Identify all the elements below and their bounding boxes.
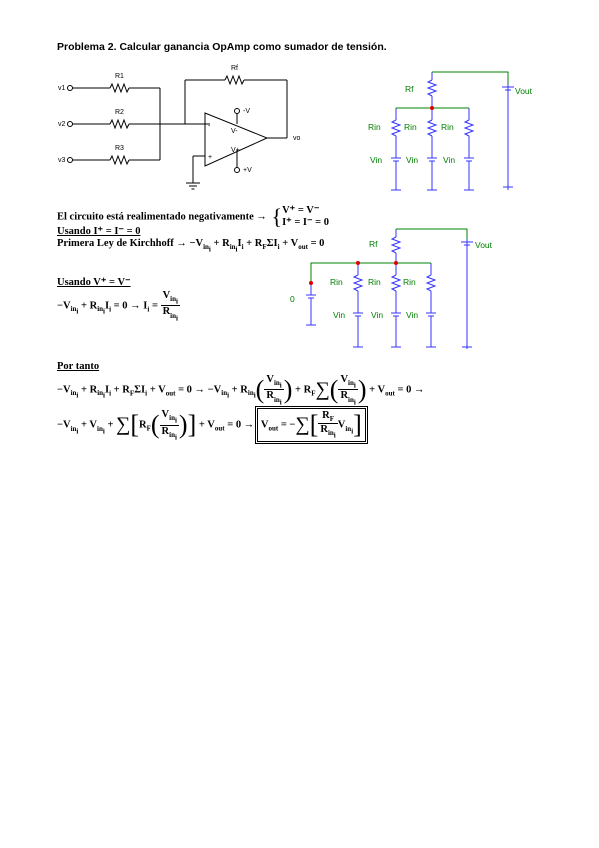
using-voltages-heading: Usando V⁺ = V⁻	[57, 277, 131, 288]
opamp-symbol	[204, 112, 269, 167]
label-vout: Vout	[515, 86, 533, 96]
system-eq-1: V⁺ = V⁻	[282, 205, 320, 216]
label-rin-2: Rin	[368, 277, 381, 287]
v2-terminal	[67, 121, 73, 127]
rf-resistor	[224, 74, 245, 86]
label-vplus: V+	[231, 147, 240, 154]
label-rf: Rf	[369, 239, 378, 249]
label-vout: Vout	[475, 240, 493, 250]
label-vin-3: Vin	[443, 155, 455, 165]
kirchhoff-equation: Primera Ley de Kirchhoff → −Vini + RiniI…	[57, 238, 325, 254]
branch-3	[463, 108, 475, 191]
r3-resistor	[109, 154, 130, 166]
branch-2	[426, 108, 438, 191]
derivation-line-1: −Vini + RiniIi + RFΣIi + Vout = 0 → −Vin…	[57, 374, 425, 406]
r1-resistor	[109, 82, 130, 94]
using-currents-heading: Usando I⁺ = I⁻ = 0	[57, 226, 141, 237]
equivalent-circuit-1: Rf Vout Rin Rin Rin Vin Vin Vin	[368, 71, 533, 191]
label-zero: 0	[290, 294, 295, 304]
label-neg-supply: -V	[243, 108, 250, 115]
feedback-statement: El circuito está realimentado negativame…	[57, 204, 330, 229]
label-v2: v2	[58, 121, 66, 128]
label-vminus: V-	[231, 128, 238, 135]
label-rin-1: Rin	[368, 122, 381, 132]
label-r3: R3	[115, 145, 124, 152]
label-rin-3: Rin	[403, 277, 416, 287]
problem-title: Problema 2. Calcular ganancia OpAmp como…	[57, 41, 387, 53]
label-rf: Rf	[405, 84, 414, 94]
therefore-heading: Por tanto	[57, 361, 100, 372]
label-minus: -	[208, 123, 211, 130]
equivalent-circuit-2: Rf Vout 0 Rin Rin Rin Vin Vin Vin	[290, 228, 493, 349]
r2-resistor	[109, 118, 130, 130]
system-eq-2: I⁺ = I⁻ = 0	[282, 217, 330, 228]
label-plus: +	[208, 154, 212, 161]
label-r1: R1	[115, 73, 124, 80]
label-r2: R2	[115, 109, 124, 116]
label-v1: v1	[58, 85, 66, 92]
label-vin-1: Vin	[333, 310, 345, 320]
label-vin-3: Vin	[406, 310, 418, 320]
v1-terminal	[67, 85, 73, 91]
label-rin-1: Rin	[330, 277, 343, 287]
v3-terminal	[67, 157, 73, 163]
branch-1	[390, 108, 402, 191]
label-rin-3: Rin	[441, 122, 454, 132]
label-rf: Rf	[231, 65, 238, 72]
label-pos-supply: +V	[243, 167, 252, 174]
label-rin-2: Rin	[404, 122, 417, 132]
label-v3: v3	[58, 157, 66, 164]
label-vo: vo	[293, 135, 301, 142]
label-vin-2: Vin	[371, 310, 383, 320]
label-vin-2: Vin	[406, 155, 418, 165]
label-vin-1: Vin	[370, 155, 382, 165]
opamp-summing-schematic: v1 v2 v3 R1 R2 R3 Rf vo -V +V V- V+ - +	[58, 65, 301, 190]
junction-node	[430, 106, 434, 110]
